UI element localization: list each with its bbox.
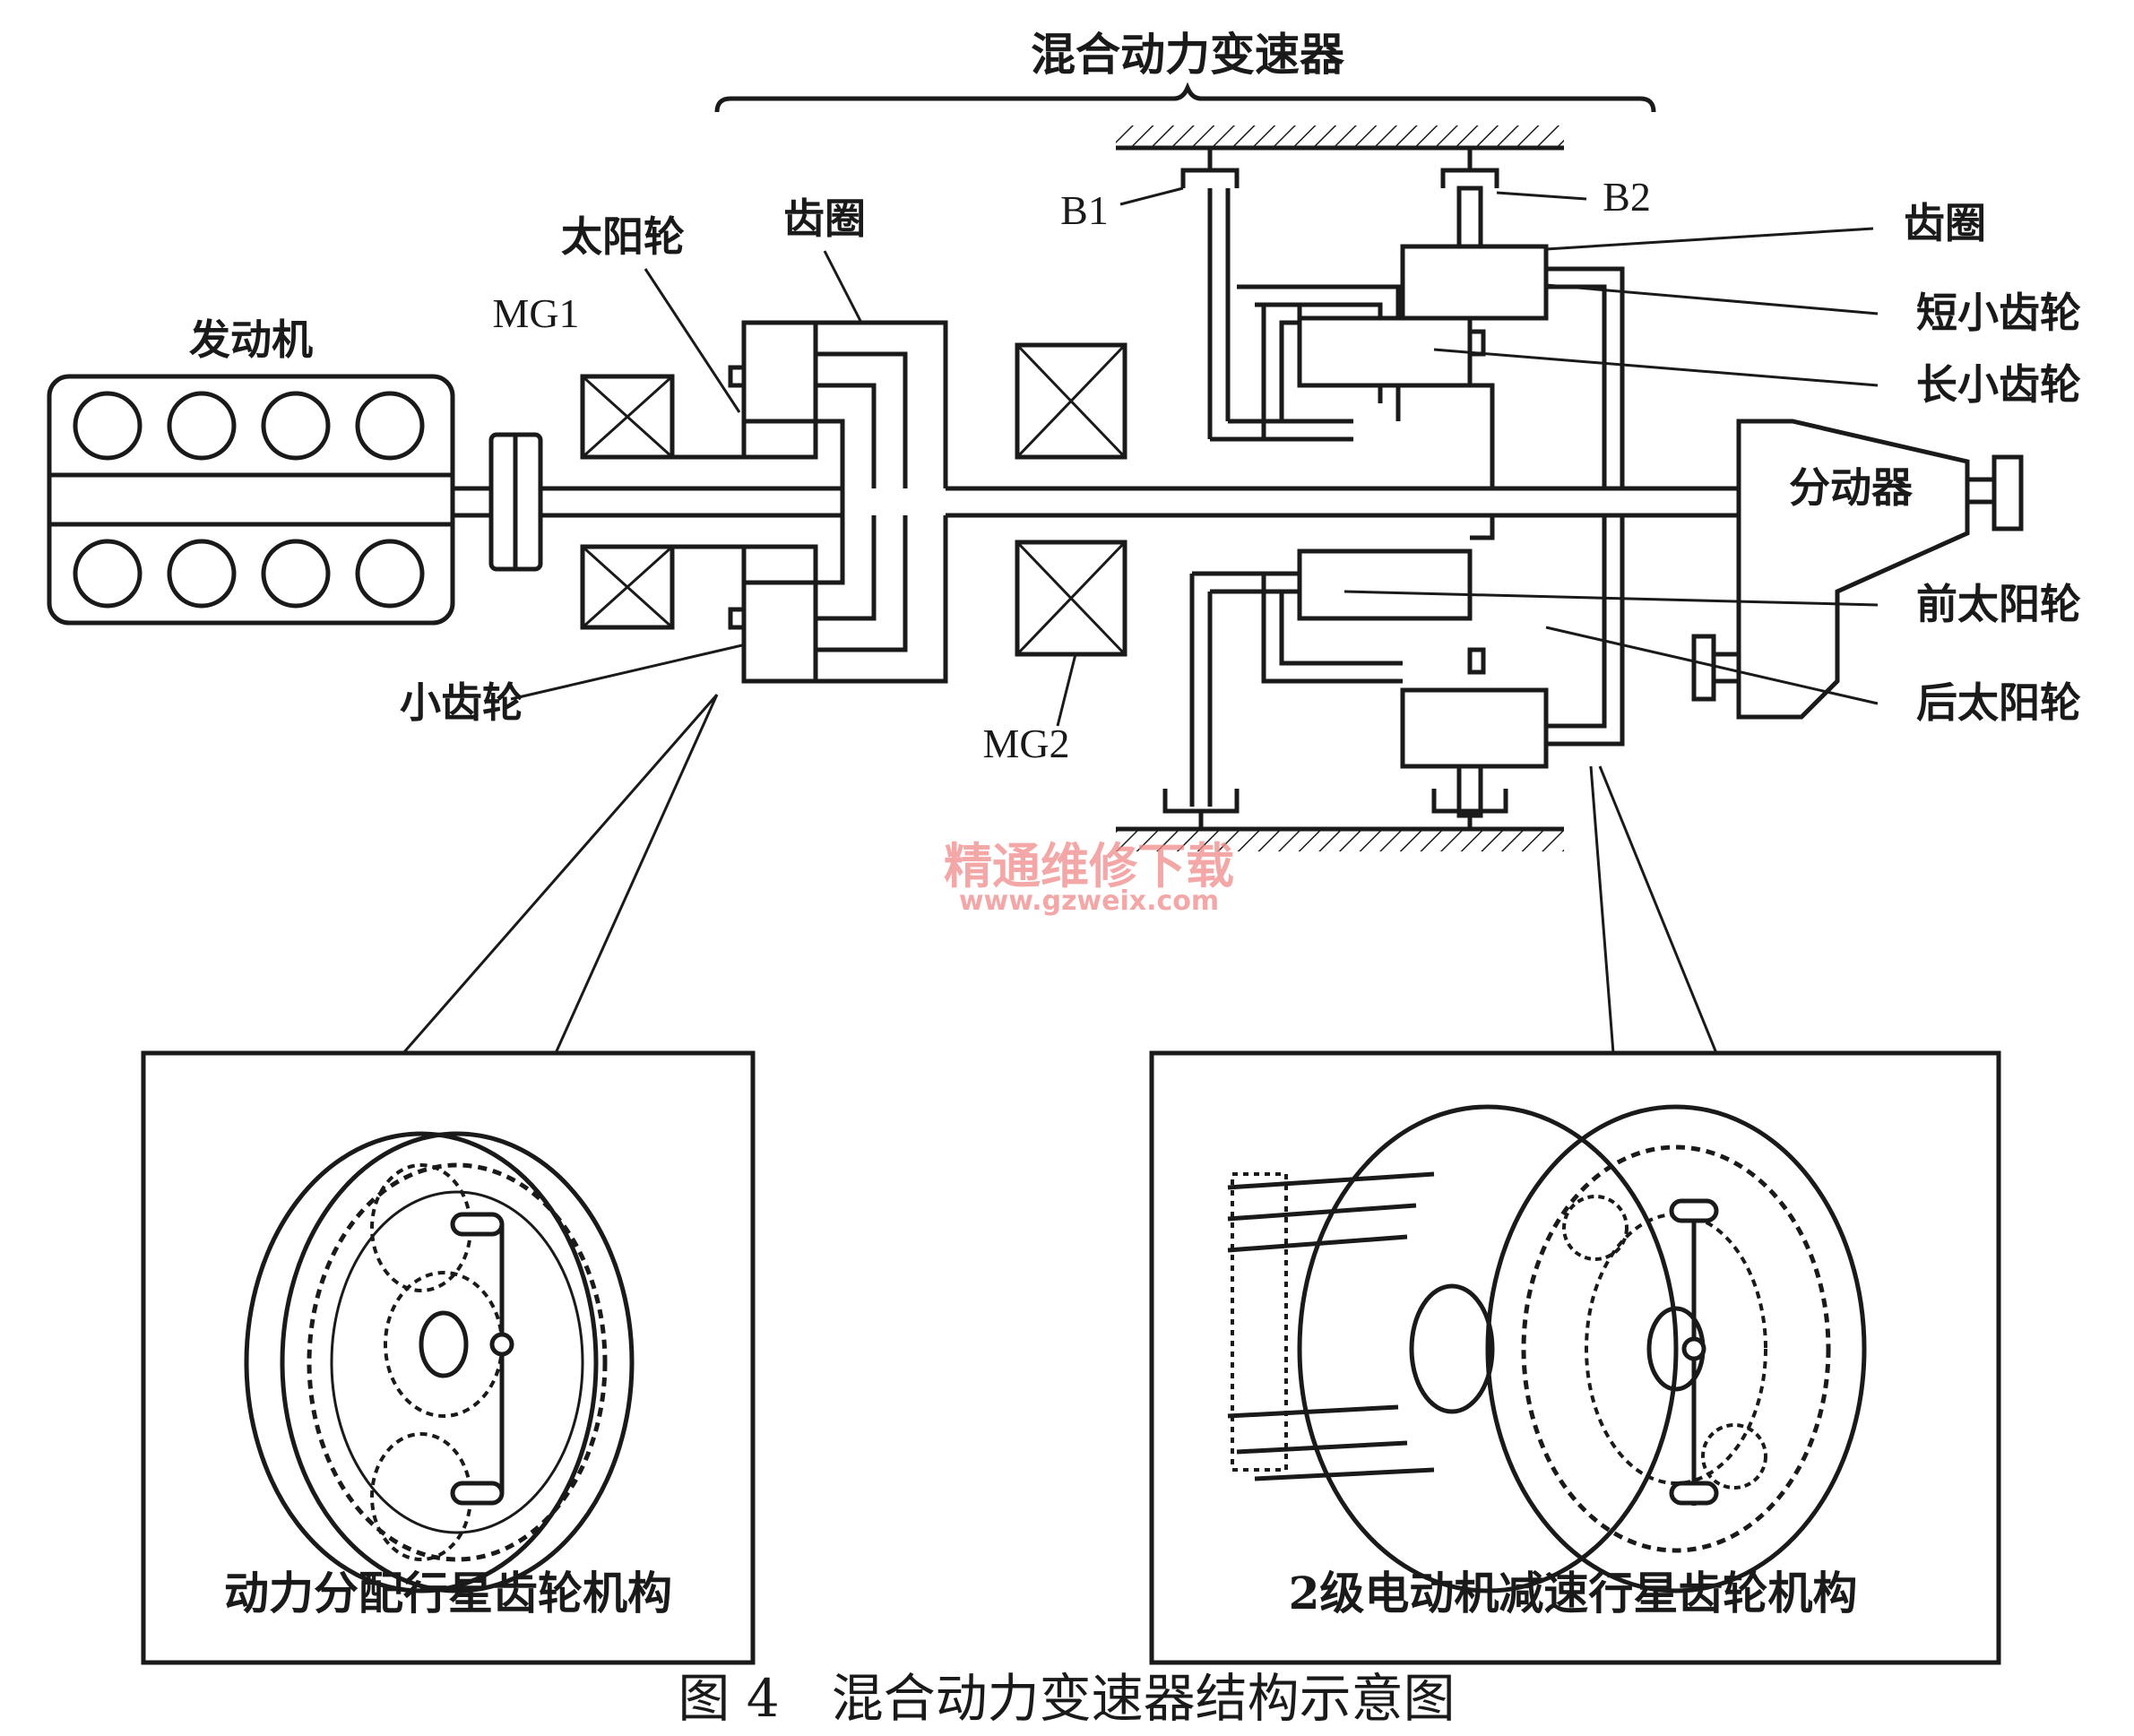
transfer-label: 分动器	[1789, 463, 1914, 512]
ring-gear-right-leader	[1545, 227, 1874, 251]
brake-b2	[1431, 148, 1508, 829]
watermark-text: 精通维修下载	[944, 838, 1234, 894]
ring-gear-right-label: 齿圈	[1904, 199, 1986, 247]
two-stage-reduction-illustration	[1227, 1104, 1867, 1593]
engine-label: 发动机	[189, 315, 313, 364]
short-pinion-leader	[1545, 283, 1879, 315]
title-brace	[714, 82, 1656, 113]
front-sun-leader	[1343, 590, 1879, 607]
mg2-motor	[1015, 342, 1127, 657]
diagram-title: 混合动力变速器	[1031, 28, 1345, 81]
transfer-case	[1691, 419, 2024, 720]
ravigneaux-gearset	[1261, 244, 1625, 769]
left-inset: 动力分配行星齿轮机构	[141, 1050, 756, 1665]
main-shaft	[946, 486, 1739, 518]
rear-sun-leader	[1545, 626, 1879, 705]
b2-leader	[1496, 191, 1587, 201]
b1-leader	[1119, 186, 1184, 206]
right-callout	[1589, 765, 1718, 1054]
pinion-leader	[510, 643, 743, 701]
long-pinion-leader	[1433, 348, 1879, 387]
housing-ground-top	[1116, 125, 1564, 151]
ring-gear-left-leader	[823, 250, 862, 322]
mg2-leader	[1056, 653, 1077, 727]
long-pinion-label: 长小齿轮	[1916, 360, 2081, 409]
power-split-illustration	[244, 1131, 635, 1593]
b2-label: B2	[1603, 174, 1651, 220]
b1-label: B1	[1060, 187, 1109, 233]
input-shaft	[450, 432, 842, 572]
left-callout	[402, 694, 719, 1054]
front-sun-label: 前太阳轮	[1916, 580, 2081, 628]
mg2-label: MG2	[982, 721, 1069, 766]
ring-gear-left-label: 齿圈	[783, 194, 866, 243]
figure-caption: 图 4 混合动力变速器结构示意图	[678, 1668, 1455, 1729]
right-inset-caption: 2级电动机减速行星齿轮机构	[1289, 1567, 1858, 1619]
left-inset-caption: 动力分配行星齿轮机构	[224, 1567, 672, 1619]
watermark-url: www.gzweix.com	[959, 885, 1219, 917]
rear-sun-label: 后太阳轮	[1916, 678, 2081, 727]
engine-block	[47, 374, 455, 626]
right-inset: 2级电动机减速行星齿轮机构	[1149, 1050, 2001, 1665]
power-split-gearset	[627, 320, 948, 684]
sun-gear-leader	[644, 268, 741, 413]
pinion-label: 小齿轮	[400, 678, 523, 727]
mg1-motor	[580, 374, 675, 630]
short-pinion-label: 短小齿轮	[1916, 289, 2081, 337]
sun-gear-label: 太阳轮	[561, 212, 685, 261]
mg1-label: MG1	[492, 290, 579, 336]
housing-ground-bottom	[1116, 826, 1564, 851]
